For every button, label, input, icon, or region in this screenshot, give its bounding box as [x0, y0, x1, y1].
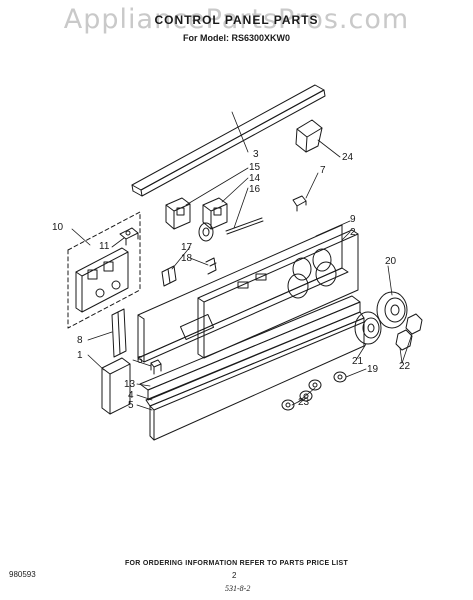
callout-9: 9 — [350, 214, 356, 225]
callout-7: 7 — [320, 165, 326, 176]
part-10-terminal-assembly — [67, 211, 141, 329]
callout-19: 18 — [181, 253, 193, 264]
callout-22: 22 — [399, 361, 411, 372]
part-5-rear-shield — [149, 317, 365, 441]
part-4-trim — [145, 311, 365, 407]
callout-23: 23 — [298, 397, 310, 408]
callout-15: 15 — [249, 162, 261, 173]
part-21-knob — [354, 311, 382, 345]
part-3-top-trim — [131, 84, 326, 197]
part-7-clip — [292, 195, 307, 212]
part-6-spacer — [150, 359, 162, 375]
part-2-back-panel — [197, 229, 359, 359]
callout-1: 1 — [77, 350, 83, 361]
callout-14: 14 — [249, 173, 261, 184]
part-15-switch — [165, 197, 191, 230]
document-number: 980593 — [9, 570, 36, 579]
part-16-rod — [198, 217, 264, 242]
model-line: For Model: RS6300XKW0 — [182, 33, 291, 43]
part-1-end-cap — [101, 357, 131, 415]
part-19-clip — [205, 257, 217, 275]
leader-lines — [71, 111, 413, 411]
callout-13: 13 — [124, 379, 136, 390]
callout-16: 16 — [249, 184, 261, 195]
ordering-note: FOR ORDERING INFORMATION REFER TO PARTS … — [124, 560, 349, 567]
part-23-nuts — [281, 379, 322, 411]
callout-21: 21 — [352, 356, 364, 367]
callout-4: 4 — [128, 390, 134, 401]
callout-5: 5 — [128, 400, 134, 411]
callout-17: 17 — [181, 242, 193, 253]
revision-code: 531-8-2 — [225, 584, 251, 593]
watermark: AppliancePartsPros.com — [63, 4, 410, 35]
callout-18: 19 — [367, 364, 379, 375]
part-9-panel-face — [137, 224, 349, 363]
part-18-grommet — [333, 371, 347, 383]
page-title: CONTROL PANEL PARTS — [154, 13, 319, 27]
callout-11: 11 — [99, 241, 110, 252]
part-13-lower-trim — [139, 295, 361, 401]
callout-3: 3 — [253, 149, 259, 160]
part-17-bracket — [161, 265, 177, 287]
callout-10: 10 — [52, 222, 64, 233]
part-22-insert — [395, 313, 423, 351]
callout-8: 8 — [77, 335, 83, 346]
part-24-end-cap — [295, 119, 323, 153]
callout-20: 20 — [385, 256, 397, 267]
callout-2: 2 — [350, 227, 356, 238]
part-14-switch — [202, 197, 228, 230]
part-8-bracket — [111, 308, 127, 358]
page-number: 2 — [232, 571, 237, 580]
callout-6: 6 — [137, 355, 143, 366]
part-20-knob — [376, 291, 408, 329]
callout-24: 24 — [342, 152, 354, 163]
